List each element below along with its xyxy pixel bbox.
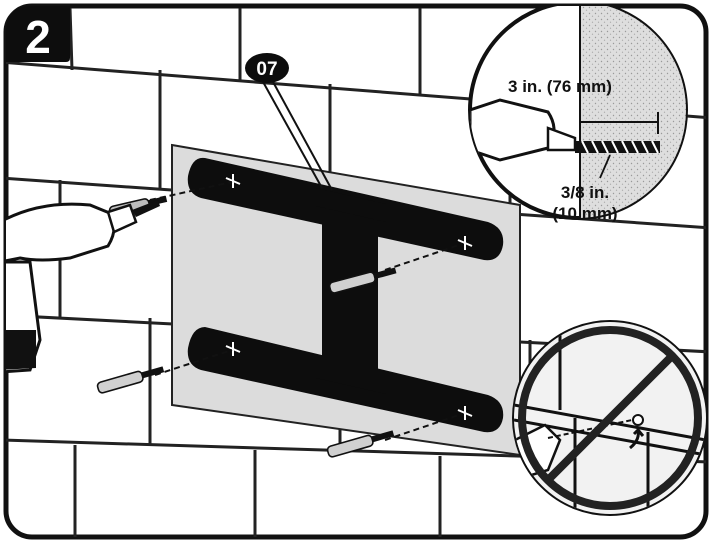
bit-size-label-line2: (10 mm) — [552, 204, 617, 223]
step-badge: 2 — [6, 6, 70, 63]
part-callout: 07 — [245, 53, 333, 191]
bit-size-label-line1: 3/8 in. — [561, 183, 609, 202]
drill-icon — [6, 200, 160, 374]
depth-label: 3 in. (76 mm) — [508, 77, 612, 96]
drill-depth-inset: 3 in. (76 mm) 3/8 in. (10 mm) — [468, 6, 688, 223]
wall-bracket — [187, 157, 504, 433]
mortar-warning-inset — [512, 320, 706, 516]
part-number: 07 — [256, 59, 277, 80]
step-number: 2 — [25, 11, 51, 63]
prohibited-icon — [518, 326, 702, 510]
anchor-points — [225, 174, 473, 420]
